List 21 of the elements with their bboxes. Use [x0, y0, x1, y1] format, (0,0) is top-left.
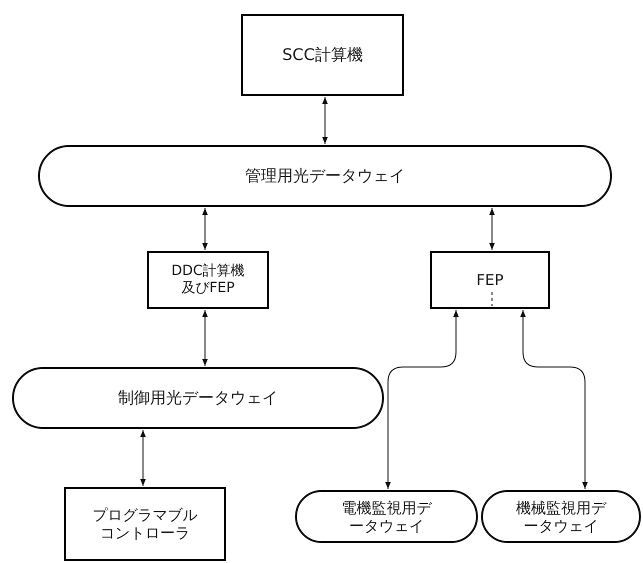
- arrow: [202, 310, 208, 366]
- node-label: FEP: [476, 271, 504, 289]
- arrow: [489, 208, 495, 250]
- process-box: [147, 251, 269, 309]
- node-label: 電機監視用データウェイ: [340, 498, 433, 534]
- node-label: DDC計算機及びFEP: [170, 263, 246, 297]
- arrow: [322, 96, 328, 144]
- arrow: [385, 310, 459, 490]
- process-box: [241, 14, 404, 96]
- arrow: [140, 430, 146, 486]
- node-label: プログラマブルコントローラ: [92, 506, 198, 542]
- node-label: SCC計算機: [282, 45, 363, 65]
- node-label: 制御用光データウェイ: [118, 388, 278, 408]
- arrow: [202, 208, 208, 250]
- node-label: 管理用光データウェイ: [245, 166, 405, 186]
- process-box: [64, 487, 226, 561]
- arrow: [520, 310, 588, 490]
- data-highway-pill: [481, 490, 641, 543]
- node-label: 機械監視用データウェイ: [515, 498, 608, 534]
- data-highway-pill: [295, 490, 478, 543]
- process-box: [430, 251, 550, 309]
